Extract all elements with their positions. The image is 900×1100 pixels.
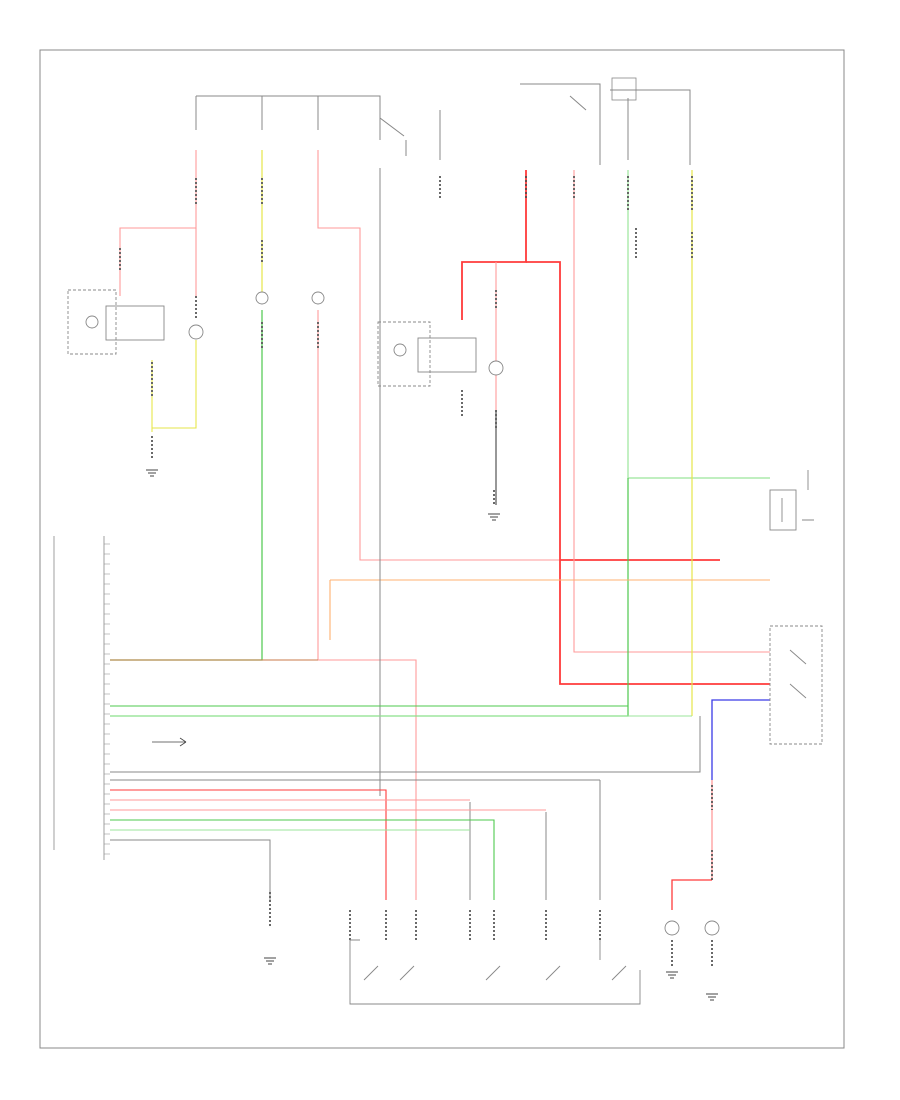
lamp-right-marker [311, 291, 325, 305]
diagram-frame [39, 49, 845, 1049]
connector-pin-ticks [104, 543, 110, 855]
top-feed [195, 83, 691, 165]
wire-bus [110, 168, 701, 900]
wire-orange [329, 579, 770, 640]
wire-blue [671, 699, 770, 910]
wire-right-green [110, 170, 770, 717]
module-center-box [377, 321, 431, 387]
connector-marks [119, 176, 713, 966]
ground-symbols [146, 469, 718, 1001]
wire-center-red [461, 170, 770, 685]
module-boxes [67, 289, 477, 387]
module-left-box [67, 289, 117, 355]
lamp-left-marker [255, 291, 269, 305]
lamp-bottom-2 [704, 920, 720, 936]
control-unit-connector [53, 536, 105, 860]
wire-left-red [119, 150, 197, 432]
wire-left-marker [110, 150, 263, 661]
fuse-box [611, 77, 637, 101]
lamp-center [488, 360, 504, 376]
relay-right [769, 470, 823, 745]
wire-center-pink [495, 170, 770, 653]
bottom-switches [349, 939, 641, 1005]
ground-arrow [152, 737, 187, 747]
lamps [188, 291, 720, 936]
wire-harness [110, 705, 692, 900]
lamp-bottom-1 [664, 920, 680, 936]
lamp-left-side [188, 324, 204, 340]
